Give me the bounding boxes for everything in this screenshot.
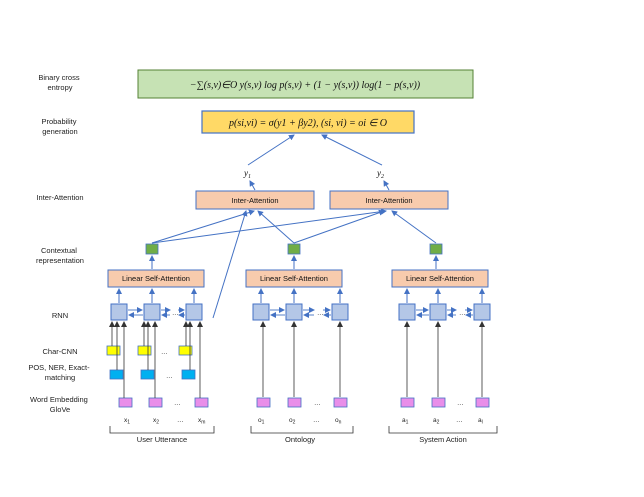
rnn-system-1 [398, 303, 416, 321]
self-attention-system [391, 269, 489, 288]
token-ellipsis-system: … [456, 417, 463, 424]
embed-ontology-ellipsis: … [314, 400, 321, 407]
embed-system-l [475, 397, 490, 408]
label-charcnn: Char-CNN [42, 347, 77, 356]
group-title-ontology: Ontology [285, 435, 315, 444]
context-vector-user [145, 243, 159, 255]
embed-system-1 [400, 397, 415, 408]
token-on: on [335, 417, 342, 426]
embed-ontology-2 [287, 397, 302, 408]
bracket-system [388, 426, 498, 434]
arrow-y1-prob [247, 134, 295, 166]
rnn-system-2 [429, 303, 447, 321]
arrow-y2-prob [321, 134, 383, 166]
output-y1: y1 [243, 168, 251, 180]
token-al: al [478, 417, 483, 426]
token-o2: o2 [289, 417, 296, 426]
loss-equation: −∑(s,v)∈O y(s,v) log p(s,v) + (1 − y(s,v… [190, 80, 421, 91]
self-attention-label-user: Linear Self-Attention [122, 274, 190, 283]
group-title-user: User Utterance [137, 435, 187, 444]
label-pos: POS, NER, Exact- matching [28, 363, 91, 382]
label-embedding: Word Embedding GloVe [30, 395, 90, 414]
rnn-ontology-1 [252, 303, 270, 321]
context-vector-ontology [287, 243, 301, 255]
pos-user-2 [140, 369, 155, 380]
rnn-user-m [185, 303, 203, 321]
embed-user-2 [148, 397, 163, 408]
token-x2: x2 [153, 417, 159, 426]
rnn-user-ellipsis: … [172, 310, 179, 317]
charcnn-user-1 [106, 345, 121, 356]
arrow-ctx-onto-inter1 [257, 210, 295, 244]
rnn-ontology-ellipsis: … [317, 310, 324, 317]
rnn-ontology-n [331, 303, 349, 321]
embed-user-m [194, 397, 209, 408]
label-context: Contextual representation [36, 246, 84, 265]
embed-user-1 [118, 397, 133, 408]
inter-attention-label-1: Inter-Attention [231, 196, 278, 205]
prob-equation: p(si,vi) = σ(y1 + βy2), (si, vi) = oi ∈ … [228, 118, 387, 129]
bracket-ontology [250, 426, 354, 434]
pos-ellipsis: … [166, 373, 173, 380]
token-a2: a2 [433, 417, 440, 426]
token-x1: x1 [124, 417, 130, 426]
token-ellipsis-ontology: … [313, 417, 320, 424]
embed-ontology-1 [256, 397, 271, 408]
self-attention-user [107, 269, 205, 288]
label-rnn: RNN [52, 311, 68, 320]
bracket-user [109, 426, 215, 434]
rnn-system-ellipsis: … [459, 310, 466, 317]
token-xm: xm [198, 417, 205, 426]
label-prob: Probability generation [41, 117, 78, 136]
output-y2: y2 [376, 168, 384, 180]
charcnn-user-2 [137, 345, 152, 356]
rnn-user-2 [143, 303, 161, 321]
prob-box [201, 110, 415, 134]
arrow-ctx-user-inter1 [151, 209, 255, 244]
arrow-inter2-y2 [383, 180, 390, 191]
token-a1: a1 [402, 417, 409, 426]
token-ellipsis-user: … [177, 417, 184, 424]
charcnn-ellipsis: … [161, 349, 168, 356]
self-attention-ontology [245, 269, 343, 288]
rnn-ontology-2 [285, 303, 303, 321]
inter-attention-label-2: Inter-Attention [365, 196, 412, 205]
embed-user-ellipsis: … [174, 400, 181, 407]
embed-system-2 [431, 397, 446, 408]
label-inter-attention: Inter-Attention [36, 193, 83, 202]
self-attention-label-ontology: Linear Self-Attention [260, 274, 328, 283]
token-o1: o1 [258, 417, 265, 426]
context-vector-system [429, 243, 443, 255]
arrow-inter1-y1 [249, 180, 256, 191]
embed-ontology-n [333, 397, 348, 408]
pos-user-m [181, 369, 196, 380]
group-title-system: System Action [419, 435, 467, 444]
embed-system-ellipsis: … [457, 400, 464, 407]
inter-attention-box-1 [195, 190, 315, 210]
arrow-ctx-onto-inter2 [293, 209, 385, 244]
arrow-ctx-user-inter2 [151, 208, 387, 244]
inter-attention-box-2 [329, 190, 449, 210]
rnn-user-1 [110, 303, 128, 321]
arrow-user-rnn-inter1 [212, 210, 248, 319]
rnn-system-l [473, 303, 491, 321]
pos-user-1 [109, 369, 124, 380]
loss-box [137, 69, 474, 99]
charcnn-user-m [178, 345, 193, 356]
self-attention-label-system: Linear Self-Attention [406, 274, 474, 283]
label-loss: Binary cross entropy [38, 73, 81, 92]
arrow-ctx-system-inter2 [391, 210, 437, 244]
